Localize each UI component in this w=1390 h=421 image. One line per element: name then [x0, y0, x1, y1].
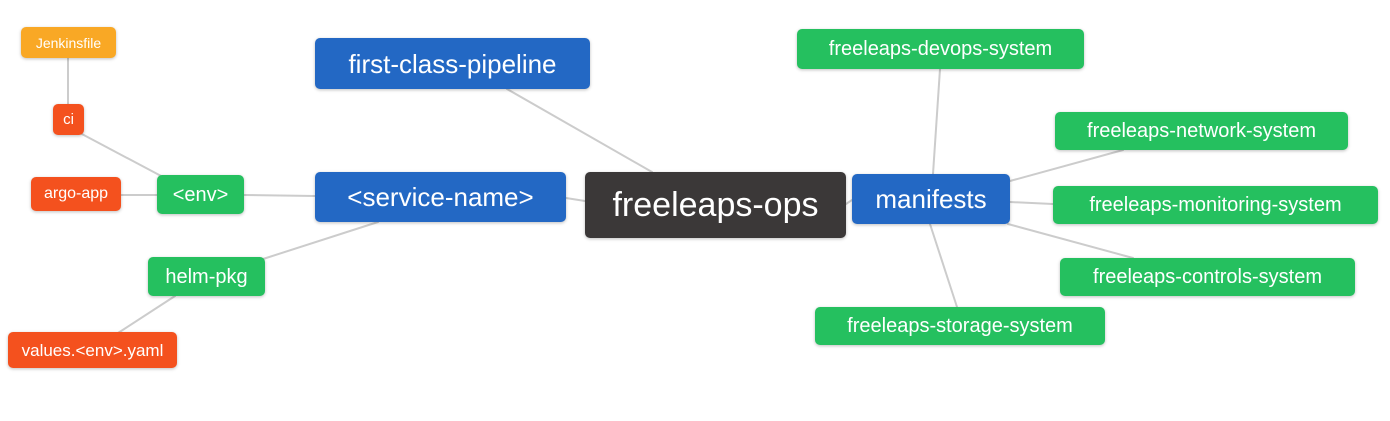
node-values-env-yaml[interactable]: values.<env>.yaml — [8, 332, 177, 368]
edge-ci-to-env — [79, 132, 164, 178]
edge-helm-pkg-to-values-env-yaml — [117, 295, 176, 334]
node-manifests[interactable]: manifests — [852, 174, 1010, 224]
edge-helm-pkg-to-service-name — [262, 221, 379, 260]
edge-manifests-to-freeleaps-storage-system — [929, 223, 958, 308]
node-ci[interactable]: ci — [53, 104, 84, 135]
node-freeleaps-monitoring-system[interactable]: freeleaps-monitoring-system — [1053, 186, 1378, 224]
edge-manifests-to-freeleaps-controls-system — [1007, 223, 1134, 259]
edge-manifests-to-freeleaps-devops-system — [932, 68, 941, 175]
node-env[interactable]: <env> — [157, 175, 244, 214]
edge-first-class-pipeline-to-freeleaps-ops — [506, 88, 653, 173]
node-first-class-pipeline[interactable]: first-class-pipeline — [315, 38, 590, 89]
node-freeleaps-controls-system[interactable]: freeleaps-controls-system — [1060, 258, 1355, 296]
edge-env-to-service-name — [243, 194, 316, 197]
node-jenkinsfile[interactable]: Jenkinsfile — [21, 27, 116, 58]
node-freeleaps-network-system[interactable]: freeleaps-network-system — [1055, 112, 1348, 150]
edge-service-name-to-freeleaps-ops — [565, 197, 586, 202]
node-freeleaps-ops-root[interactable]: freeleaps-ops — [585, 172, 846, 238]
node-freeleaps-storage-system[interactable]: freeleaps-storage-system — [815, 307, 1105, 345]
node-freeleaps-devops-system[interactable]: freeleaps-devops-system — [797, 29, 1084, 69]
edge-manifests-to-freeleaps-network-system — [1009, 149, 1124, 182]
node-service-name[interactable]: <service-name> — [315, 172, 566, 222]
edge-manifests-to-freeleaps-monitoring-system — [1009, 201, 1054, 205]
node-helm-pkg[interactable]: helm-pkg — [148, 257, 265, 296]
node-argo-app[interactable]: argo-app — [31, 177, 121, 211]
